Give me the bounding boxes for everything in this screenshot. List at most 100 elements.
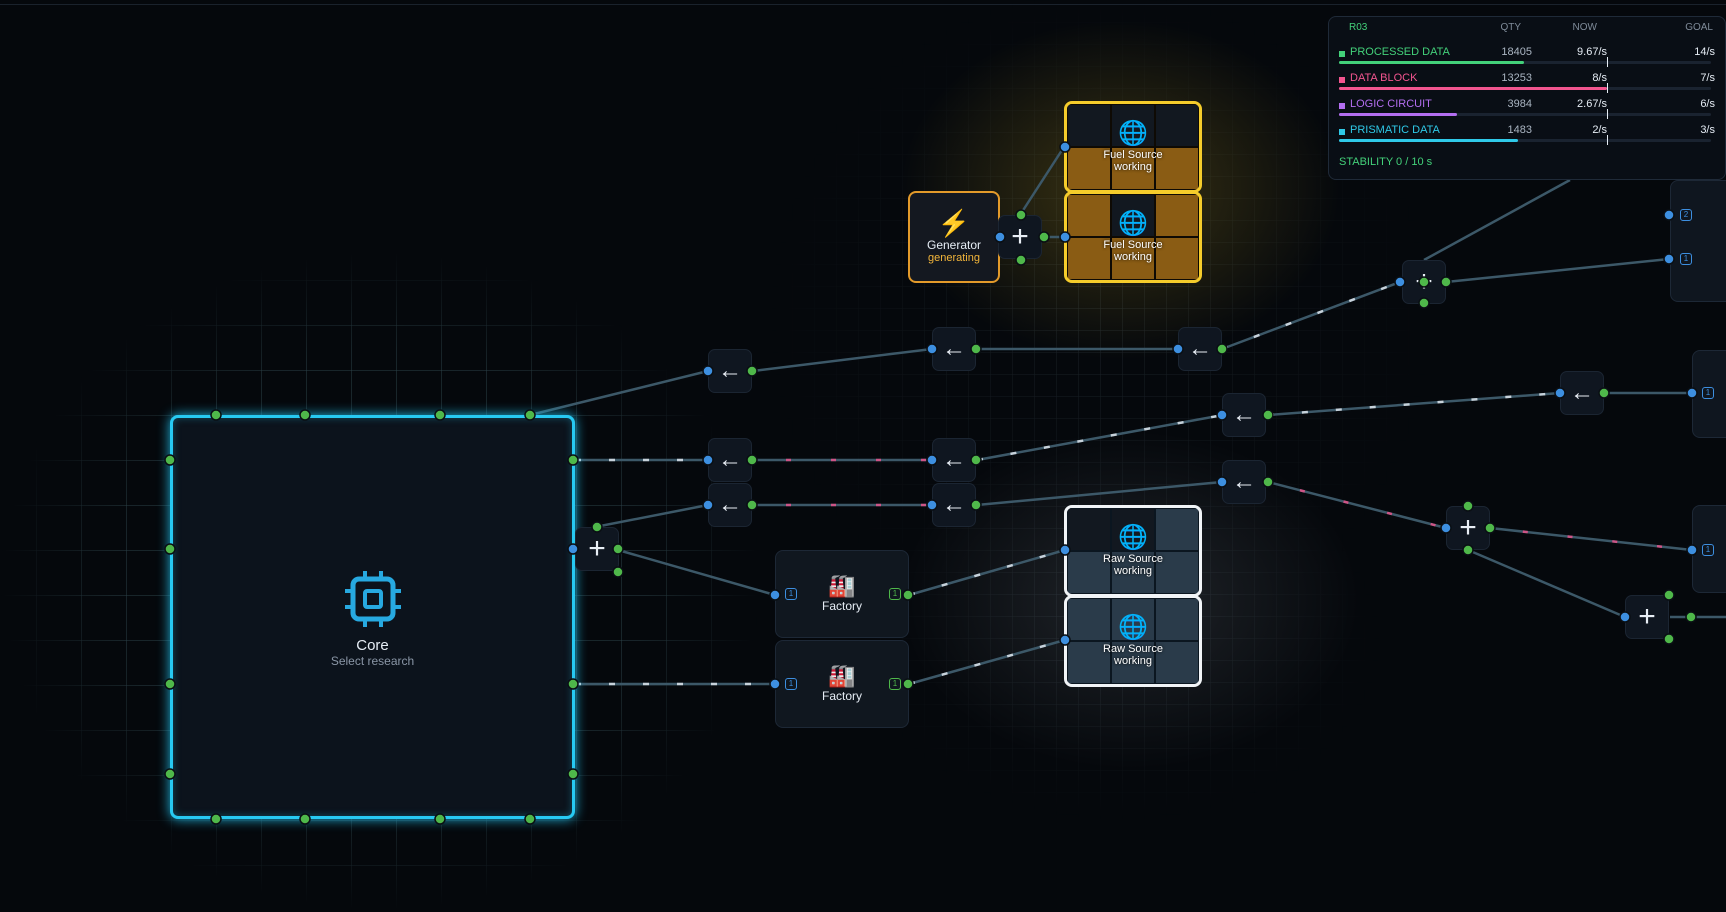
port-dot xyxy=(769,678,781,690)
port-dot xyxy=(970,343,982,355)
port-dot xyxy=(702,454,714,466)
arrow-left-icon: ← xyxy=(1188,335,1212,362)
conveyor-node[interactable]: ← xyxy=(1222,460,1266,504)
level-id: R03 xyxy=(1349,22,1368,33)
port-badge: 1 xyxy=(1680,253,1692,265)
arrow-left-icon: ← xyxy=(942,491,966,518)
raw-source-name: Raw Source xyxy=(1103,553,1163,565)
port-dot xyxy=(612,543,624,555)
port-dot xyxy=(746,454,758,466)
arrow-left-icon: ← xyxy=(718,446,742,473)
fuel-source-node[interactable]: 🌐 Fuel Source working xyxy=(1064,191,1202,283)
splitter-node[interactable]: + xyxy=(1625,595,1669,639)
generator-status: generating xyxy=(928,252,980,264)
port-dot xyxy=(299,813,311,825)
port-dot xyxy=(1440,276,1452,288)
core-node[interactable]: Core Select research xyxy=(170,415,575,819)
progress-bar xyxy=(1339,57,1711,67)
series-swatch xyxy=(1339,77,1345,83)
globe-icon: 🌐 xyxy=(1118,614,1148,641)
goal-marker xyxy=(1606,135,1608,145)
globe-icon: 🌐 xyxy=(1118,210,1148,237)
stat-qty: 1483 xyxy=(1507,124,1532,136)
arrow-left-icon: ← xyxy=(1232,401,1256,428)
conveyor-node[interactable]: ← xyxy=(708,349,752,393)
port-dot xyxy=(1686,387,1698,399)
raw-source-node[interactable]: 🌐 Raw Source working xyxy=(1064,595,1202,687)
factory-name: Factory xyxy=(821,599,862,613)
port-dot xyxy=(210,813,222,825)
conveyor-node[interactable]: ← xyxy=(932,438,976,482)
splitter-node[interactable]: + xyxy=(575,527,619,571)
stability-readout: STABILITY 0 / 10 s xyxy=(1339,156,1433,168)
conveyor-node[interactable]: ← xyxy=(1178,327,1222,371)
conveyor-node[interactable]: ← xyxy=(708,438,752,482)
conveyor-node[interactable]: ← xyxy=(1222,393,1266,437)
port-badge: 1 xyxy=(889,588,901,600)
port-dot xyxy=(970,499,982,511)
port-dot xyxy=(926,343,938,355)
port-dot xyxy=(1059,141,1071,153)
conveyor-node[interactable]: ← xyxy=(1560,371,1604,415)
port-dot xyxy=(1262,476,1274,488)
factory-name: Factory xyxy=(821,689,862,703)
port-dot xyxy=(1216,476,1228,488)
port-dot xyxy=(612,566,624,578)
header-goal: GOAL xyxy=(1685,22,1713,33)
port-dot xyxy=(567,543,579,555)
offscreen-node[interactable] xyxy=(1692,350,1726,438)
port-dot xyxy=(524,813,536,825)
port-dot xyxy=(1663,633,1675,645)
fuel-source-name: Fuel Source xyxy=(1103,239,1163,251)
factory-icon: 🏭 xyxy=(828,663,856,688)
port-badge: 2 xyxy=(1680,209,1692,221)
stat-qty: 13253 xyxy=(1501,72,1532,84)
fuel-source-node[interactable]: 🌐 Fuel Source working xyxy=(1064,101,1202,193)
port-dot xyxy=(1663,589,1675,601)
cpu-icon xyxy=(344,570,401,627)
splitter-icon: + xyxy=(1459,511,1477,544)
port-dot xyxy=(1484,522,1496,534)
raw-source-status: working xyxy=(1114,565,1152,577)
stat-goal: 3/s xyxy=(1700,124,1715,136)
core-status: Select research xyxy=(330,653,415,668)
port-dot xyxy=(1216,343,1228,355)
goal-marker xyxy=(1606,57,1608,67)
fuel-source-name: Fuel Source xyxy=(1103,149,1163,161)
conveyor-items xyxy=(575,280,1561,686)
arrow-left-icon: ← xyxy=(942,335,966,362)
conveyor-node[interactable]: ← xyxy=(932,483,976,527)
factory-node[interactable]: 🏭 Factory xyxy=(775,640,909,728)
port-dot xyxy=(164,768,176,780)
globe-icon: 🌐 xyxy=(1118,524,1148,551)
raw-source-node[interactable]: 🌐 Raw Source working xyxy=(1064,505,1202,597)
port-dot xyxy=(746,365,758,377)
port-dot xyxy=(591,521,603,533)
port-dot xyxy=(210,409,222,421)
arrow-left-icon: ← xyxy=(1232,468,1256,495)
generator-node[interactable]: ⚡ Generator generating xyxy=(908,191,1000,283)
stat-now: 8/s xyxy=(1592,72,1607,84)
stat-row: PRISMATIC DATA 1483 2/s 3/s xyxy=(1339,122,1717,148)
port-dot xyxy=(1685,611,1697,623)
stat-row: PROCESSED DATA 18405 9.67/s 14/s xyxy=(1339,44,1717,70)
port-dot xyxy=(1059,634,1071,646)
port-dot xyxy=(1262,409,1274,421)
port-dot xyxy=(702,499,714,511)
stat-label: LOGIC CIRCUIT xyxy=(1350,98,1432,110)
port-dot xyxy=(1418,297,1430,309)
production-stats-panel: R03 QTY NOW GOAL PROCESSED DATA 18405 9.… xyxy=(1328,16,1726,180)
stat-row: LOGIC CIRCUIT 3984 2.67/s 6/s xyxy=(1339,96,1717,122)
port-dot xyxy=(926,499,938,511)
offscreen-node[interactable] xyxy=(1670,180,1726,302)
port-badge: 1 xyxy=(889,678,901,690)
conveyor-node[interactable]: ← xyxy=(932,327,976,371)
port-badge: 1 xyxy=(1702,387,1714,399)
port-dot xyxy=(1554,387,1566,399)
arrow-left-icon: ← xyxy=(1570,379,1594,406)
header-now: NOW xyxy=(1572,22,1597,33)
conveyor-items-pink xyxy=(753,458,1693,552)
factory-node[interactable]: 🏭 Factory xyxy=(775,550,909,638)
raw-source-name: Raw Source xyxy=(1103,643,1163,655)
